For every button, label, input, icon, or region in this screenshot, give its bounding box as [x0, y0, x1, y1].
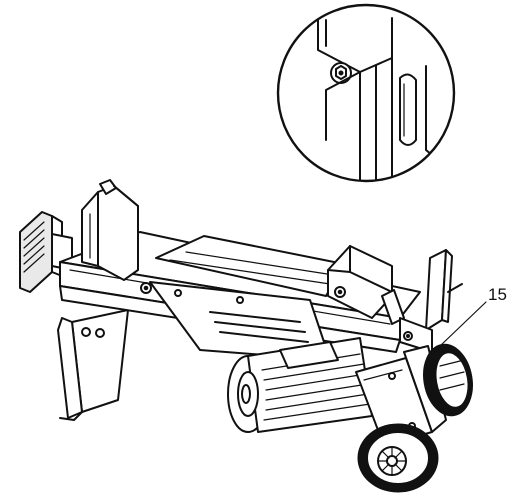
hex-screw	[330, 62, 352, 84]
detail-magnifier	[276, 3, 456, 183]
splitting-wedge	[81, 179, 139, 281]
callout-15: 15	[439, 285, 507, 347]
front-wheel	[357, 423, 439, 493]
rear-leg	[57, 309, 129, 421]
callout-label-15: 15	[488, 285, 507, 304]
rear-wheel	[423, 343, 473, 417]
electric-motor	[227, 337, 373, 433]
right-upright	[399, 249, 463, 353]
push-plate	[327, 245, 405, 325]
